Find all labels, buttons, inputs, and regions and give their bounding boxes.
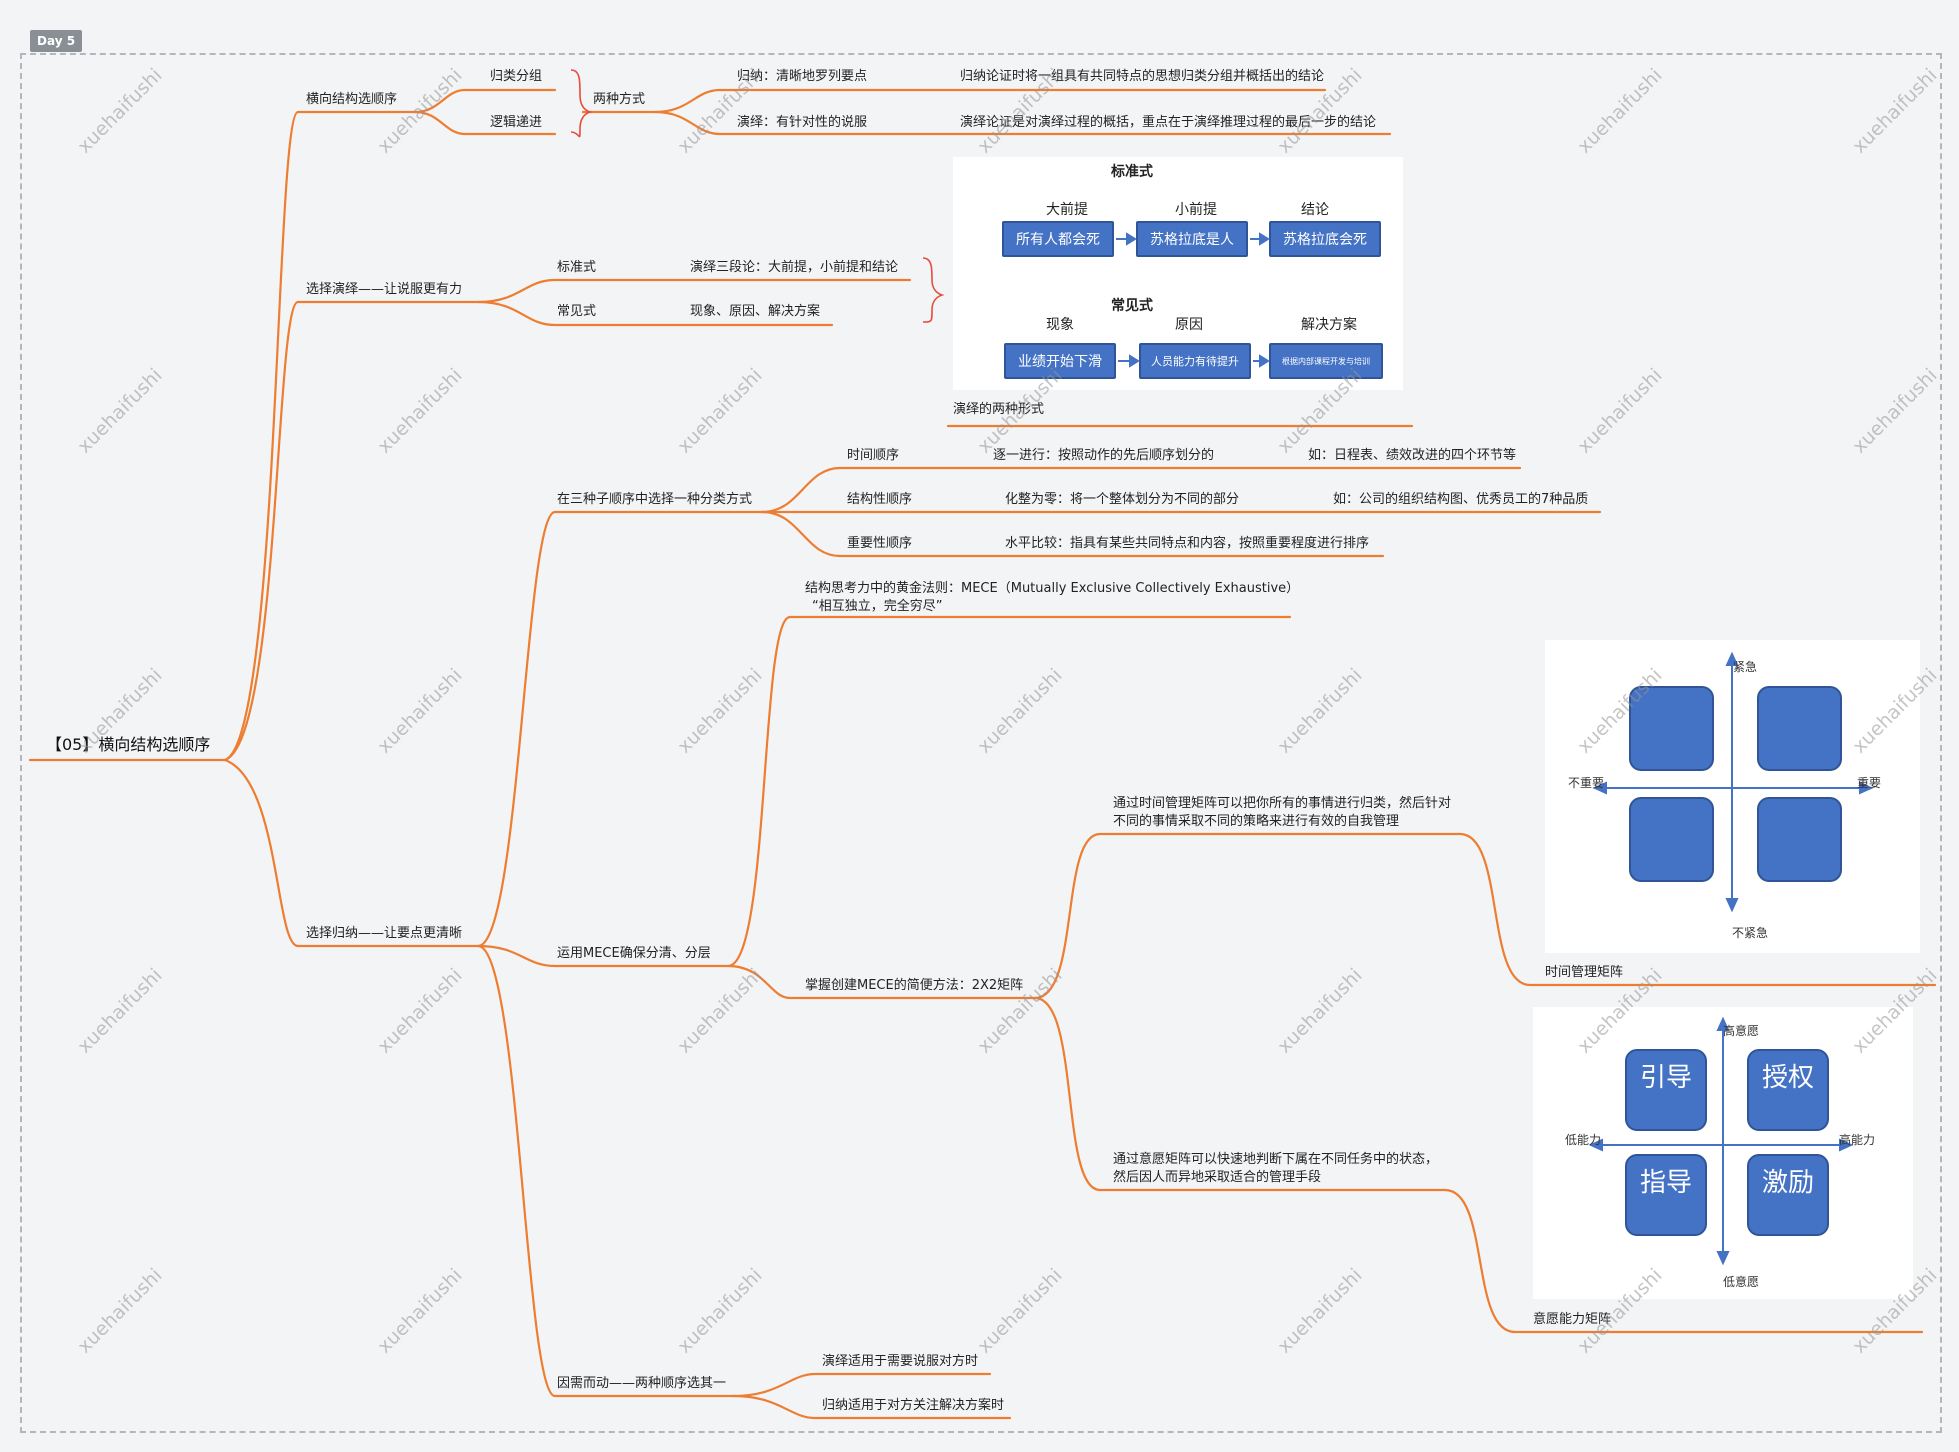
common-form-title: 常见式 — [1111, 298, 1153, 314]
topic-common-form[interactable]: 常见式 — [557, 304, 597, 319]
axis-label-not-important: 不重要 — [1568, 776, 1605, 790]
time-quadrant-top-left — [1629, 686, 1714, 771]
note-mece-golden-rule[interactable]: 结构思考力中的黄金法则：MECE（Mutually Exclusive Coll… — [805, 581, 1300, 596]
topic-grouping[interactable]: 归类分组 — [490, 69, 543, 84]
topic-deduction[interactable]: 演绎：有针对性的说服 — [737, 115, 868, 130]
caption-time-matrix[interactable]: 时间管理矩阵 — [1545, 965, 1624, 980]
note-time-order[interactable]: 逐一进行：按照动作的先后顺序划分的 — [993, 448, 1215, 463]
note-time-matrix-2[interactable]: 不同的事情采取不同的策略来进行有效的自我管理 — [1113, 814, 1400, 829]
caption-deduction-forms[interactable]: 演绎的两种形式 — [953, 402, 1045, 417]
will-quadrant-delegate: 授权 — [1747, 1049, 1829, 1131]
topic-choose-deduction[interactable]: 选择演绎——让说服更有力 — [306, 282, 463, 297]
time-matrix-image[interactable]: 紧急 不紧急 不重要 重要 — [1545, 640, 1920, 953]
axis-label-high-ability: 高能力 — [1839, 1133, 1876, 1147]
common-head-phenomenon: 现象 — [1046, 317, 1074, 333]
standard-head-conclusion: 结论 — [1301, 202, 1329, 218]
will-quadrant-coach: 指导 — [1625, 1154, 1707, 1236]
note-time-matrix-1[interactable]: 通过时间管理矩阵可以把你所有的事情进行归类，然后针对 — [1113, 796, 1452, 811]
topic-time-order[interactable]: 时间顺序 — [847, 448, 900, 463]
axis-label-urgent: 紧急 — [1733, 660, 1758, 674]
topic-importance-order[interactable]: 重要性顺序 — [847, 536, 913, 551]
common-box-phenomenon: 业绩开始下滑 — [1004, 343, 1116, 379]
topic-standard-form[interactable]: 标准式 — [557, 260, 597, 275]
note-structure-order[interactable]: 化整为零：将一个整体划分为不同的部分 — [1005, 492, 1240, 507]
note-will-matrix-2[interactable]: 然后因人而异地采取适合的管理手段 — [1113, 1170, 1322, 1185]
caption-will-matrix[interactable]: 意愿能力矩阵 — [1533, 1312, 1612, 1327]
time-matrix-axes — [1592, 651, 1874, 913]
common-box-solution: 根据内部课程开发与培训 — [1269, 343, 1383, 379]
topic-horizontal-structure[interactable]: 横向结构选顺序 — [306, 92, 398, 107]
topic-induction[interactable]: 归纳：清晰地罗列要点 — [737, 69, 868, 84]
note-induction-use[interactable]: 归纳适用于对方关注解决方案时 — [822, 1398, 1005, 1413]
common-head-cause: 原因 — [1175, 317, 1203, 333]
axis-label-high-will: 高意愿 — [1723, 1024, 1760, 1038]
topic-2x2-matrix[interactable]: 掌握创建MECE的简便方法：2X2矩阵 — [805, 978, 1024, 993]
note-induction[interactable]: 归纳论证时将一组具有共同特点的思想归类分组并概括出的结论 — [960, 69, 1325, 84]
axis-label-not-urgent: 不紧急 — [1732, 926, 1769, 940]
root-topic[interactable]: 【05】横向结构选顺序 — [46, 735, 211, 754]
standard-head-minor: 小前提 — [1175, 202, 1217, 218]
topic-choose-induction[interactable]: 选择归纳——让要点更清晰 — [306, 926, 463, 941]
time-quadrant-bottom-left — [1629, 797, 1714, 882]
topic-choose-order[interactable]: 因需而动——两种顺序选其一 — [557, 1376, 727, 1391]
standard-box-major: 所有人都会死 — [1002, 221, 1114, 257]
topic-use-mece[interactable]: 运用MECE确保分清、分层 — [557, 946, 711, 961]
common-box-cause: 人员能力有待提升 — [1139, 343, 1251, 379]
time-quadrant-bottom-right — [1757, 797, 1842, 882]
note-common-form[interactable]: 现象、原因、解决方案 — [690, 304, 821, 319]
note-deduction[interactable]: 演绎论证是对演绎过程的概括，重点在于演绎推理过程的最后一步的结论 — [960, 115, 1377, 130]
note-importance-order[interactable]: 水平比较：指具有某些共同特点和内容，按照重要程度进行排序 — [1005, 536, 1370, 551]
example-time-order[interactable]: 如：日程表、绩效改进的四个环节等 — [1308, 448, 1517, 463]
standard-form-title: 标准式 — [1111, 164, 1153, 180]
map-frame — [20, 53, 1942, 1433]
common-head-solution: 解决方案 — [1301, 317, 1357, 333]
will-ability-matrix-image[interactable]: 引导 授权 指导 激励 高意愿 低意愿 低能力 高能力 — [1533, 1007, 1913, 1299]
will-quadrant-guide: 引导 — [1625, 1049, 1707, 1131]
note-mece-meaning[interactable]: “相互独立，完全穷尽” — [812, 599, 943, 614]
note-deduction-use[interactable]: 演绎适用于需要说服对方时 — [822, 1354, 979, 1369]
time-quadrant-top-right — [1757, 686, 1842, 771]
axis-label-low-will: 低意愿 — [1723, 1275, 1760, 1289]
example-structure-order[interactable]: 如：公司的组织结构图、优秀员工的7种品质 — [1333, 492, 1589, 507]
flow-arrows — [1116, 232, 1270, 368]
topic-logic-progression[interactable]: 逻辑递进 — [490, 115, 543, 130]
axis-label-important: 重要 — [1857, 776, 1882, 790]
will-quadrant-motivate: 激励 — [1747, 1154, 1829, 1236]
standard-box-minor: 苏格拉底是人 — [1136, 221, 1248, 257]
standard-box-conclusion: 苏格拉底会死 — [1269, 221, 1381, 257]
day-tag: Day 5 — [30, 30, 83, 52]
topic-three-orders[interactable]: 在三种子顺序中选择一种分类方式 — [557, 492, 753, 507]
topic-two-ways[interactable]: 两种方式 — [593, 92, 646, 107]
will-matrix-axes — [1588, 1016, 1854, 1266]
topic-structure-order[interactable]: 结构性顺序 — [847, 492, 913, 507]
axis-label-low-ability: 低能力 — [1565, 1133, 1602, 1147]
standard-head-major: 大前提 — [1046, 202, 1088, 218]
note-standard-form[interactable]: 演绎三段论：大前提，小前提和结论 — [690, 260, 899, 275]
note-will-matrix-1[interactable]: 通过意愿矩阵可以快速地判断下属在不同任务中的状态， — [1113, 1152, 1439, 1167]
deduction-forms-image[interactable]: 标准式 大前提 小前提 结论 所有人都会死 苏格拉底是人 苏格拉底会死 常见式 … — [953, 157, 1403, 390]
